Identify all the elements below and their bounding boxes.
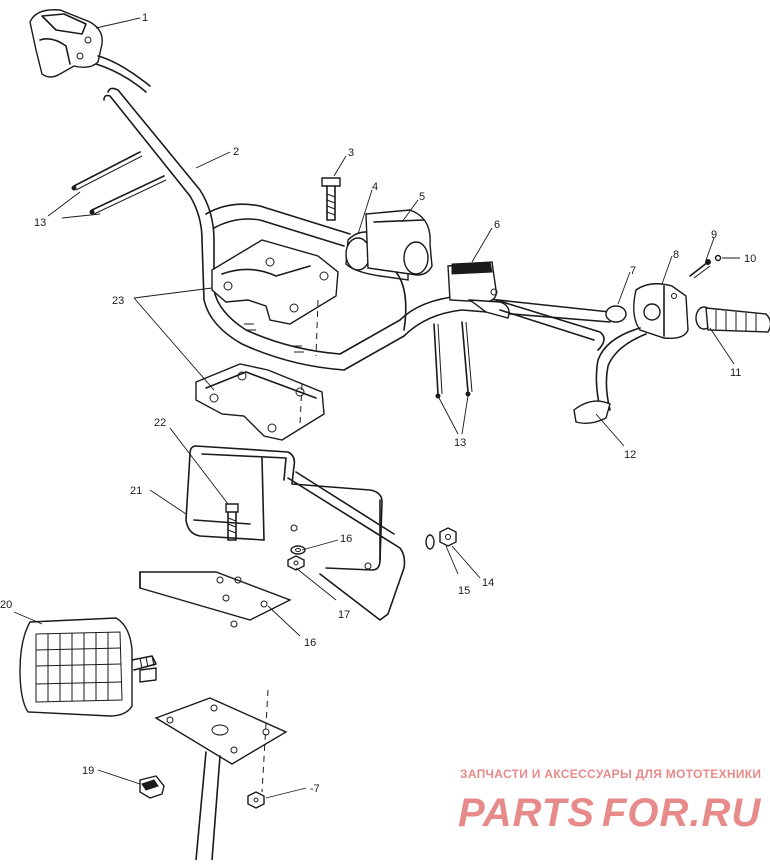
screws <box>689 254 722 279</box>
callout-13-left: 13 <box>34 217 46 229</box>
watermark-logo-left: PARTS <box>458 791 595 835</box>
control-housing <box>29 9 151 93</box>
callout-5: 5 <box>419 191 425 203</box>
callout-11: 11 <box>730 367 741 379</box>
callout-labels: 1 2 3 4 5 6 7 8 9 10 11 12 13 13 14 15 1… <box>0 12 756 795</box>
collar <box>605 305 627 323</box>
brake-lever-assembly <box>447 261 605 351</box>
wire-connector <box>139 775 165 799</box>
callout-20: 20 <box>0 599 12 611</box>
callout-3: 3 <box>348 147 354 159</box>
clamp-block <box>365 209 433 276</box>
callout-14: 14 <box>482 577 494 589</box>
throttle-housing <box>633 283 689 340</box>
leader-lines <box>13 17 740 799</box>
steering-plate <box>154 697 288 861</box>
cable-ties-right <box>433 321 473 399</box>
throttle-lever <box>573 327 647 425</box>
washers-nuts-center <box>287 545 306 571</box>
callout-16-lower: 16 <box>304 637 316 649</box>
watermark-logo-right: FOR.RU <box>602 791 761 835</box>
callout-13-right: 13 <box>454 437 466 449</box>
washers-nuts-right <box>425 527 457 550</box>
handlebar-grip <box>695 306 770 333</box>
callout-22: 22 <box>154 417 166 429</box>
bracket-bolt <box>225 503 239 541</box>
callout-15: 15 <box>458 585 470 597</box>
headlight-bracket-frame <box>185 445 406 621</box>
watermark: ЗАПЧАСТИ И АКСЕССУАРЫ ДЛЯ МОТОТЕХНИКИ PA… <box>458 767 761 835</box>
callout-19: 19 <box>82 765 94 777</box>
callout-16-upper: 16 <box>340 533 352 545</box>
callout-21: 21 <box>130 485 142 497</box>
callout-2: 2 <box>233 146 239 158</box>
callout-10: 10 <box>744 253 756 265</box>
callout-7: 7 <box>630 265 636 277</box>
lower-nut <box>247 791 265 809</box>
lower-handlebar-clamp <box>195 363 325 441</box>
callout-9: 9 <box>711 229 717 241</box>
handlebar <box>103 87 611 371</box>
callout-17: 17 <box>338 609 350 621</box>
callout-8: 8 <box>673 249 679 261</box>
callout-12: 12 <box>624 449 636 461</box>
callout-1: 1 <box>142 12 148 24</box>
callout-minus-7: -7 <box>310 783 320 795</box>
callout-6: 6 <box>494 219 500 231</box>
cable-ties-left <box>71 151 167 215</box>
upper-handlebar-clamp <box>211 239 339 325</box>
bolt <box>321 177 341 221</box>
callout-4: 4 <box>372 181 378 193</box>
watermark-tagline: ЗАПЧАСТИ И АКСЕССУАРЫ ДЛЯ МОТОТЕХНИКИ <box>460 767 761 781</box>
headlight <box>19 617 157 717</box>
mounting-plate <box>139 571 292 628</box>
alignment-line <box>299 299 319 425</box>
callout-23: 23 <box>112 295 124 307</box>
